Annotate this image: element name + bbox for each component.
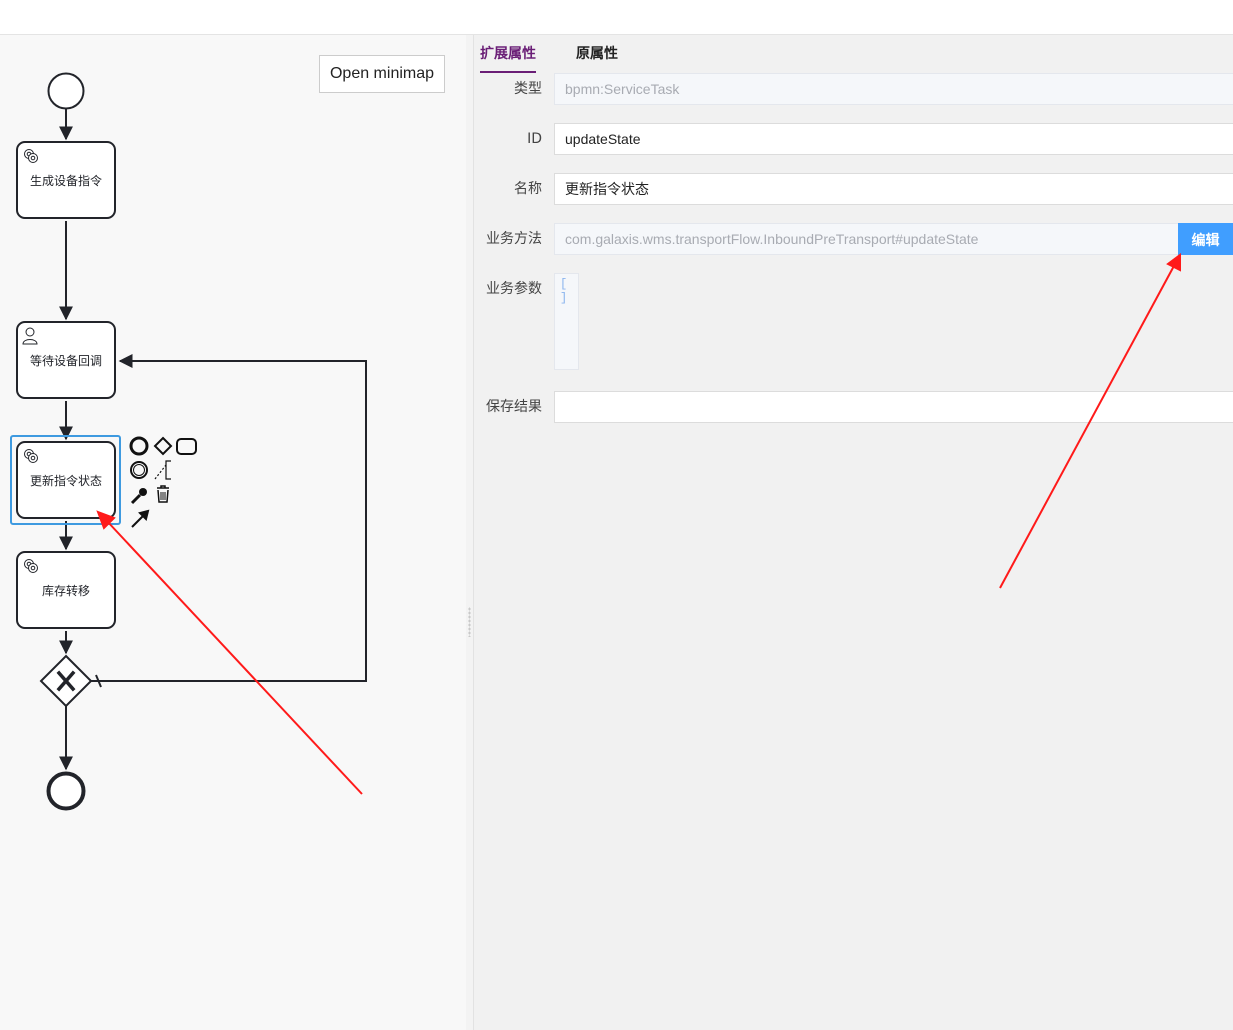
result-label: 保存结果: [486, 399, 542, 415]
params-label: 业务参数: [486, 281, 542, 297]
result-input[interactable]: [554, 391, 1233, 423]
gear-icon: [24, 149, 38, 163]
splitter-grip-icon[interactable]: [468, 607, 471, 637]
task-wait-device-callback[interactable]: 等待设备回调: [16, 321, 116, 399]
task-inventory-transfer[interactable]: 库存转移: [16, 551, 116, 629]
type-label: 类型: [514, 81, 542, 97]
task-update-command-state[interactable]: 更新指令状态: [16, 441, 116, 519]
gear-icon: [24, 559, 38, 573]
append-end-event-icon[interactable]: [129, 436, 149, 456]
end-event[interactable]: [46, 771, 86, 811]
wrench-icon[interactable]: [130, 488, 147, 505]
open-minimap-button[interactable]: Open minimap: [319, 55, 445, 93]
task-label: 生成设备指令: [29, 173, 102, 188]
append-task-icon[interactable]: [176, 438, 197, 455]
append-text-annotation-icon[interactable]: [154, 460, 171, 480]
tab-extended-properties[interactable]: 扩展属性: [480, 35, 536, 73]
selection-frame: [10, 435, 121, 525]
method-field: com.galaxis.wms.transportFlow.InboundPre…: [554, 223, 1178, 255]
edit-method-button[interactable]: 编辑: [1178, 223, 1233, 255]
default-flow-marker: [95, 674, 102, 688]
id-input[interactable]: updateState: [554, 123, 1233, 155]
task-label: 等待设备回调: [29, 353, 102, 368]
panel-tabs: 扩展属性 原属性: [474, 35, 652, 73]
bpmn-canvas[interactable]: Open minimap: [0, 35, 467, 1030]
user-icon: [22, 327, 38, 345]
method-label: 业务方法: [486, 231, 542, 247]
type-field: bpmn:ServiceTask: [554, 73, 1233, 105]
trash-icon[interactable]: [157, 485, 169, 503]
append-gateway-icon[interactable]: [153, 436, 173, 456]
context-pad: [128, 435, 200, 531]
exclusive-gateway-x-icon: [56, 670, 76, 692]
id-label: ID: [527, 131, 542, 147]
start-event[interactable]: [47, 72, 85, 110]
task-generate-device-command[interactable]: 生成设备指令: [16, 141, 116, 219]
params-json-editor[interactable]: [ ]: [554, 273, 579, 370]
top-bar: [0, 0, 1233, 35]
sequence-flows: [39, 72, 367, 811]
panel-splitter[interactable]: [466, 35, 474, 1030]
gear-icon: [24, 449, 38, 463]
append-intermediate-event-icon[interactable]: [130, 461, 148, 479]
name-label: 名称: [514, 181, 542, 197]
name-input[interactable]: 更新指令状态: [554, 173, 1233, 205]
tab-original-properties[interactable]: 原属性: [576, 46, 618, 62]
task-label: 库存转移: [41, 583, 90, 598]
properties-panel: 扩展属性 原属性 类型 bpmn:ServiceTask ID updateSt…: [474, 35, 1233, 1030]
task-label: 更新指令状态: [29, 473, 102, 488]
exclusive-gateway[interactable]: [39, 654, 93, 708]
connect-arrow-icon[interactable]: [131, 509, 150, 528]
